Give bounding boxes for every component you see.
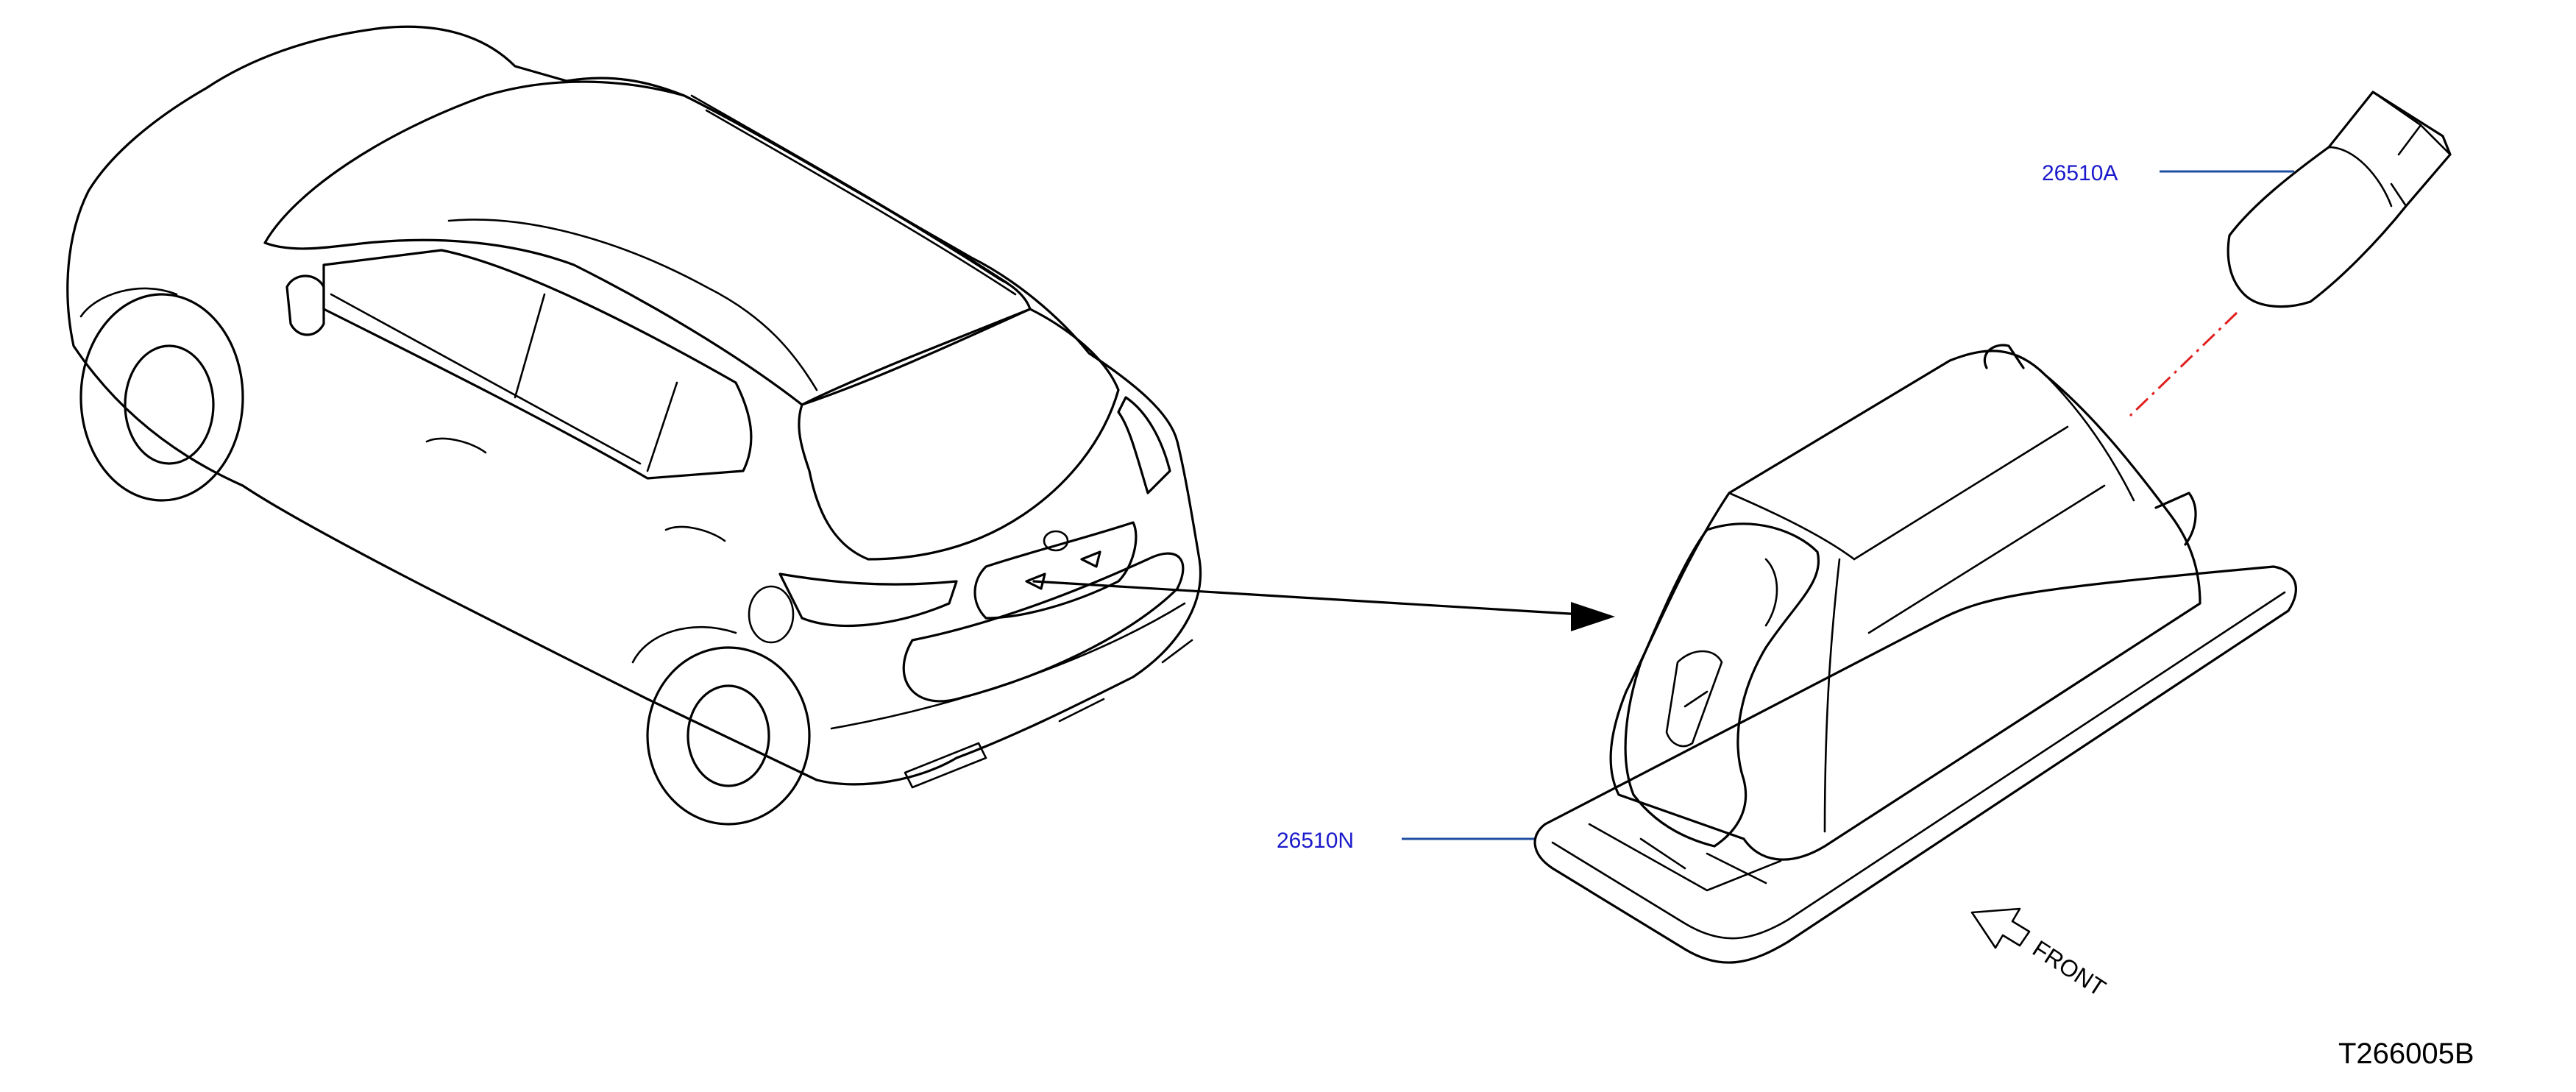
part-number-lamp-assembly: 26510N: [1277, 829, 1354, 853]
front-label: FRONT: [2028, 935, 2110, 1001]
callout-lamp-assembly: 26510N: [1277, 829, 1534, 853]
front-direction-indicator: FRONT: [1970, 907, 2110, 1001]
part-number-bulb: 26510A: [2042, 161, 2118, 185]
vehicle-illustration: [66, 25, 1202, 826]
callout-bulb: 26510A: [2042, 161, 2294, 185]
figure-code: T266005B: [2338, 1038, 2474, 1070]
front-arrow-icon: [1970, 907, 2031, 949]
pointer-arrow: [1032, 580, 1615, 631]
bulb-install-path: [2129, 311, 2238, 417]
wedge-bulb: [2226, 91, 2452, 308]
license-lamp-assembly: [1533, 344, 2297, 964]
